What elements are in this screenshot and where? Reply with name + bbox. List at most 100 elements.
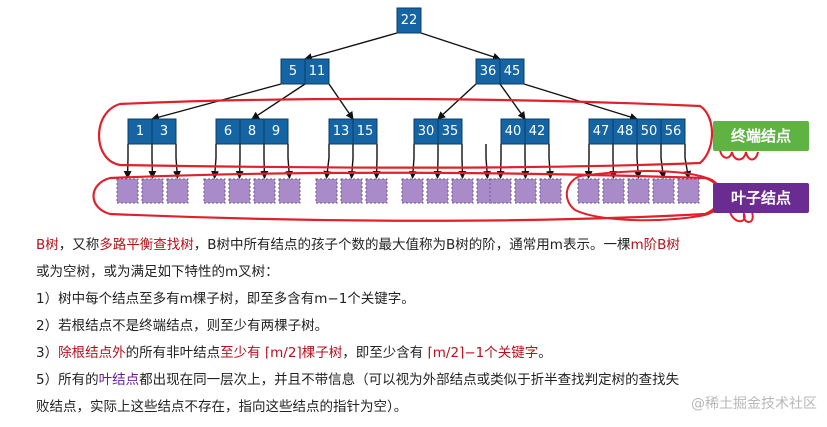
b-tree-term: B树 (36, 237, 59, 253)
text-span: 。 (538, 345, 552, 361)
key-value: 11 (309, 64, 326, 79)
key-value: 45 (504, 64, 521, 79)
text-span: 的所有非叶结点 (125, 345, 221, 361)
tree-edge (499, 83, 526, 120)
paragraph-1-line-2: 或为空树，或为满足如下特性的m叉树： (36, 264, 279, 280)
leaf-node (365, 178, 388, 204)
tree-edge (148, 157, 157, 179)
leaf-node (278, 178, 301, 204)
watermark: @稀土掘金技术社区 (691, 396, 817, 412)
tree-edge (304, 32, 398, 61)
tree-edge (658, 157, 667, 179)
terminal-node-tag: 终端结点 (713, 121, 809, 151)
key-value: 13 (333, 124, 350, 139)
tree-edge (633, 157, 642, 179)
key-cell (239, 118, 265, 145)
key-value: 40 (505, 124, 522, 139)
key-value: 8 (248, 124, 256, 139)
highlight-span: 至少有 ⌈m/2⌉棵子树 (220, 345, 343, 361)
highlight-span: 除根结点外 (58, 345, 126, 361)
leaf-node (166, 178, 189, 204)
leaf-node (253, 178, 276, 204)
key-cell (475, 58, 501, 85)
text-span: 都出现在同一层次上，并且不带信息（可以视为外部结点或类似于折半查找判定树的查找失 (139, 372, 680, 388)
leaf-node (451, 178, 474, 204)
leaf-node (652, 178, 675, 204)
root-node: 22 (396, 7, 422, 34)
key-value: 50 (641, 124, 658, 139)
key-cell (280, 58, 306, 85)
terminal-node: 40 42 (500, 118, 550, 145)
tree-edge (123, 157, 132, 179)
leaf-group-outline (565, 170, 724, 222)
terminal-node: 30 35 (413, 118, 463, 145)
leaf-scribble (729, 210, 754, 223)
key-cell (304, 58, 330, 85)
paragraph-1-line-1: B树，又称多路平衡查找树，B树中所有结点的孩子个数的最大值称为B树的阶，通常用m… (36, 232, 816, 259)
terminal-node-label: 终端结点 (731, 127, 791, 145)
key-value: 9 (272, 124, 280, 139)
key-cell (413, 118, 439, 145)
multiway-term: 多路平衡查找树 (99, 237, 194, 253)
leaf-node (116, 178, 139, 204)
key-value: 6 (224, 124, 232, 139)
key-value: 48 (617, 124, 634, 139)
tree-edge (420, 32, 501, 61)
red-annotations (92, 97, 759, 223)
leaf-nodes (116, 178, 700, 204)
tree-edge (328, 83, 354, 120)
tree-edge (251, 83, 306, 120)
key-value: 30 (418, 124, 435, 139)
tree-edge (437, 83, 477, 120)
leaf-group (116, 178, 189, 204)
leaf-node (602, 178, 625, 204)
key-value: 5 (289, 64, 297, 79)
leaf-node (340, 178, 363, 204)
leaf-node (315, 178, 338, 204)
leaf-group (315, 178, 388, 204)
key-value: 42 (529, 124, 546, 139)
definition-text: B树，又称多路平衡查找树，B树中所有结点的孩子个数的最大值称为B树的阶，通常用m… (36, 232, 816, 421)
rule-5-line-1: 5）所有的叶结点都出现在同一层次上，并且不带信息（可以视为外部结点或类似于折半查… (36, 367, 816, 394)
key-value: 35 (442, 124, 459, 139)
key-cell (352, 118, 378, 145)
key-cell (660, 118, 686, 145)
leaf-node (489, 178, 512, 204)
key-value: 15 (357, 124, 374, 139)
text-span: ，又称 (58, 237, 100, 253)
internal-node: 5 11 (280, 58, 330, 85)
leaf-node (228, 178, 251, 204)
key-cell (499, 58, 525, 85)
tree-edge (683, 157, 692, 179)
key-cell (151, 118, 177, 145)
key-value: 3 (160, 124, 168, 139)
key-value: 1 (136, 124, 144, 139)
key-cell (524, 118, 550, 145)
leaf-node (539, 178, 562, 204)
key-value: 22 (401, 13, 418, 28)
rule-5-line-2: 败结点，实际上这些结点不存在，指向这些结点的指针为空）。 (36, 399, 408, 415)
leaf-group (401, 178, 499, 204)
leaf-node (577, 178, 600, 204)
key-cell (437, 118, 463, 145)
highlight-span: ⌈m/2⌉−1个关键字 (427, 345, 539, 361)
leaf-node (627, 178, 650, 204)
m-order-term: m阶B树 (630, 237, 680, 253)
leaf-node (514, 178, 537, 204)
text-span: ，即至少含有 (342, 345, 428, 361)
leaf-group (489, 178, 562, 204)
terminal-node: 6 8 9 (215, 118, 289, 145)
text-span: 3） (36, 345, 59, 361)
leaf-group (577, 178, 700, 204)
leaf-node (203, 178, 226, 204)
key-cell (612, 118, 638, 145)
terminal-nodes-outline (98, 97, 713, 169)
leaf-group (203, 178, 301, 204)
key-cell (636, 118, 662, 145)
terminal-node: 13 15 (328, 118, 378, 145)
